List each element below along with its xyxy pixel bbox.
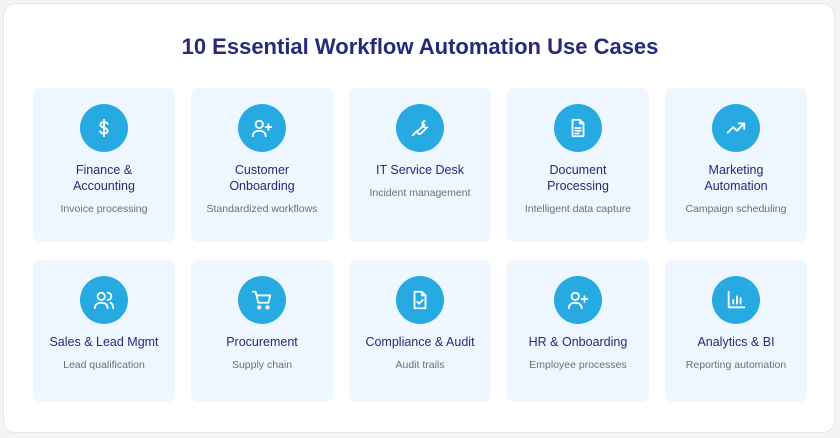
users-icon — [80, 276, 128, 324]
use-case-card: Compliance & Audit Audit trails — [349, 260, 491, 402]
shopping-cart-icon — [238, 276, 286, 324]
use-case-card: Finance & Accounting Invoice processing — [33, 88, 175, 242]
card-description: Standardized workflows — [206, 203, 318, 215]
card-title: Analytics & BI — [697, 335, 775, 349]
user-plus-icon — [238, 104, 286, 152]
file-check-icon — [396, 276, 444, 324]
page-title: 10 Essential Workflow Automation Use Cas… — [181, 34, 659, 59]
use-case-card: IT Service Desk Incident management — [349, 88, 491, 242]
wrench-icon — [396, 104, 444, 152]
card-description: Reporting automation — [685, 359, 787, 371]
card-description: Incident management — [369, 187, 471, 199]
use-case-card: Customer Onboarding Standardized workflo… — [191, 88, 333, 242]
card-description: Invoice processing — [60, 203, 148, 215]
card-description: Intelligent data capture — [524, 203, 632, 215]
use-case-card: Document Processing Intelligent data cap… — [507, 88, 649, 242]
card-description: Audit trails — [395, 359, 445, 371]
use-case-card: Marketing Automation Campaign scheduling — [665, 88, 807, 242]
card-description: Supply chain — [231, 359, 293, 371]
card-title: HR & Onboarding — [528, 335, 628, 349]
card-title: Procurement — [226, 335, 298, 349]
card-title: Compliance & Audit — [365, 335, 475, 349]
document-icon — [554, 104, 602, 152]
use-case-card: HR & Onboarding Employee processes — [507, 260, 649, 402]
use-case-card: Sales & Lead Mgmt Lead qualification — [33, 260, 175, 402]
card-title: Sales & Lead Mgmt — [49, 335, 159, 349]
card-title: Finance & Accounting — [73, 163, 135, 193]
card-title: Document Processing — [547, 163, 609, 193]
use-case-card: Analytics & BI Reporting automation — [665, 260, 807, 402]
trending-up-icon — [712, 104, 760, 152]
card-description: Employee processes — [529, 359, 627, 371]
card-title: Customer Onboarding — [229, 163, 295, 193]
card-title: Marketing Automation — [704, 163, 768, 193]
card-description: Campaign scheduling — [685, 203, 787, 215]
card-title: IT Service Desk — [376, 163, 464, 177]
dollar-icon — [80, 104, 128, 152]
card-description: Lead qualification — [63, 359, 145, 371]
bar-chart-icon — [712, 276, 760, 324]
user-plus-icon — [554, 276, 602, 324]
use-case-card: Procurement Supply chain — [191, 260, 333, 402]
